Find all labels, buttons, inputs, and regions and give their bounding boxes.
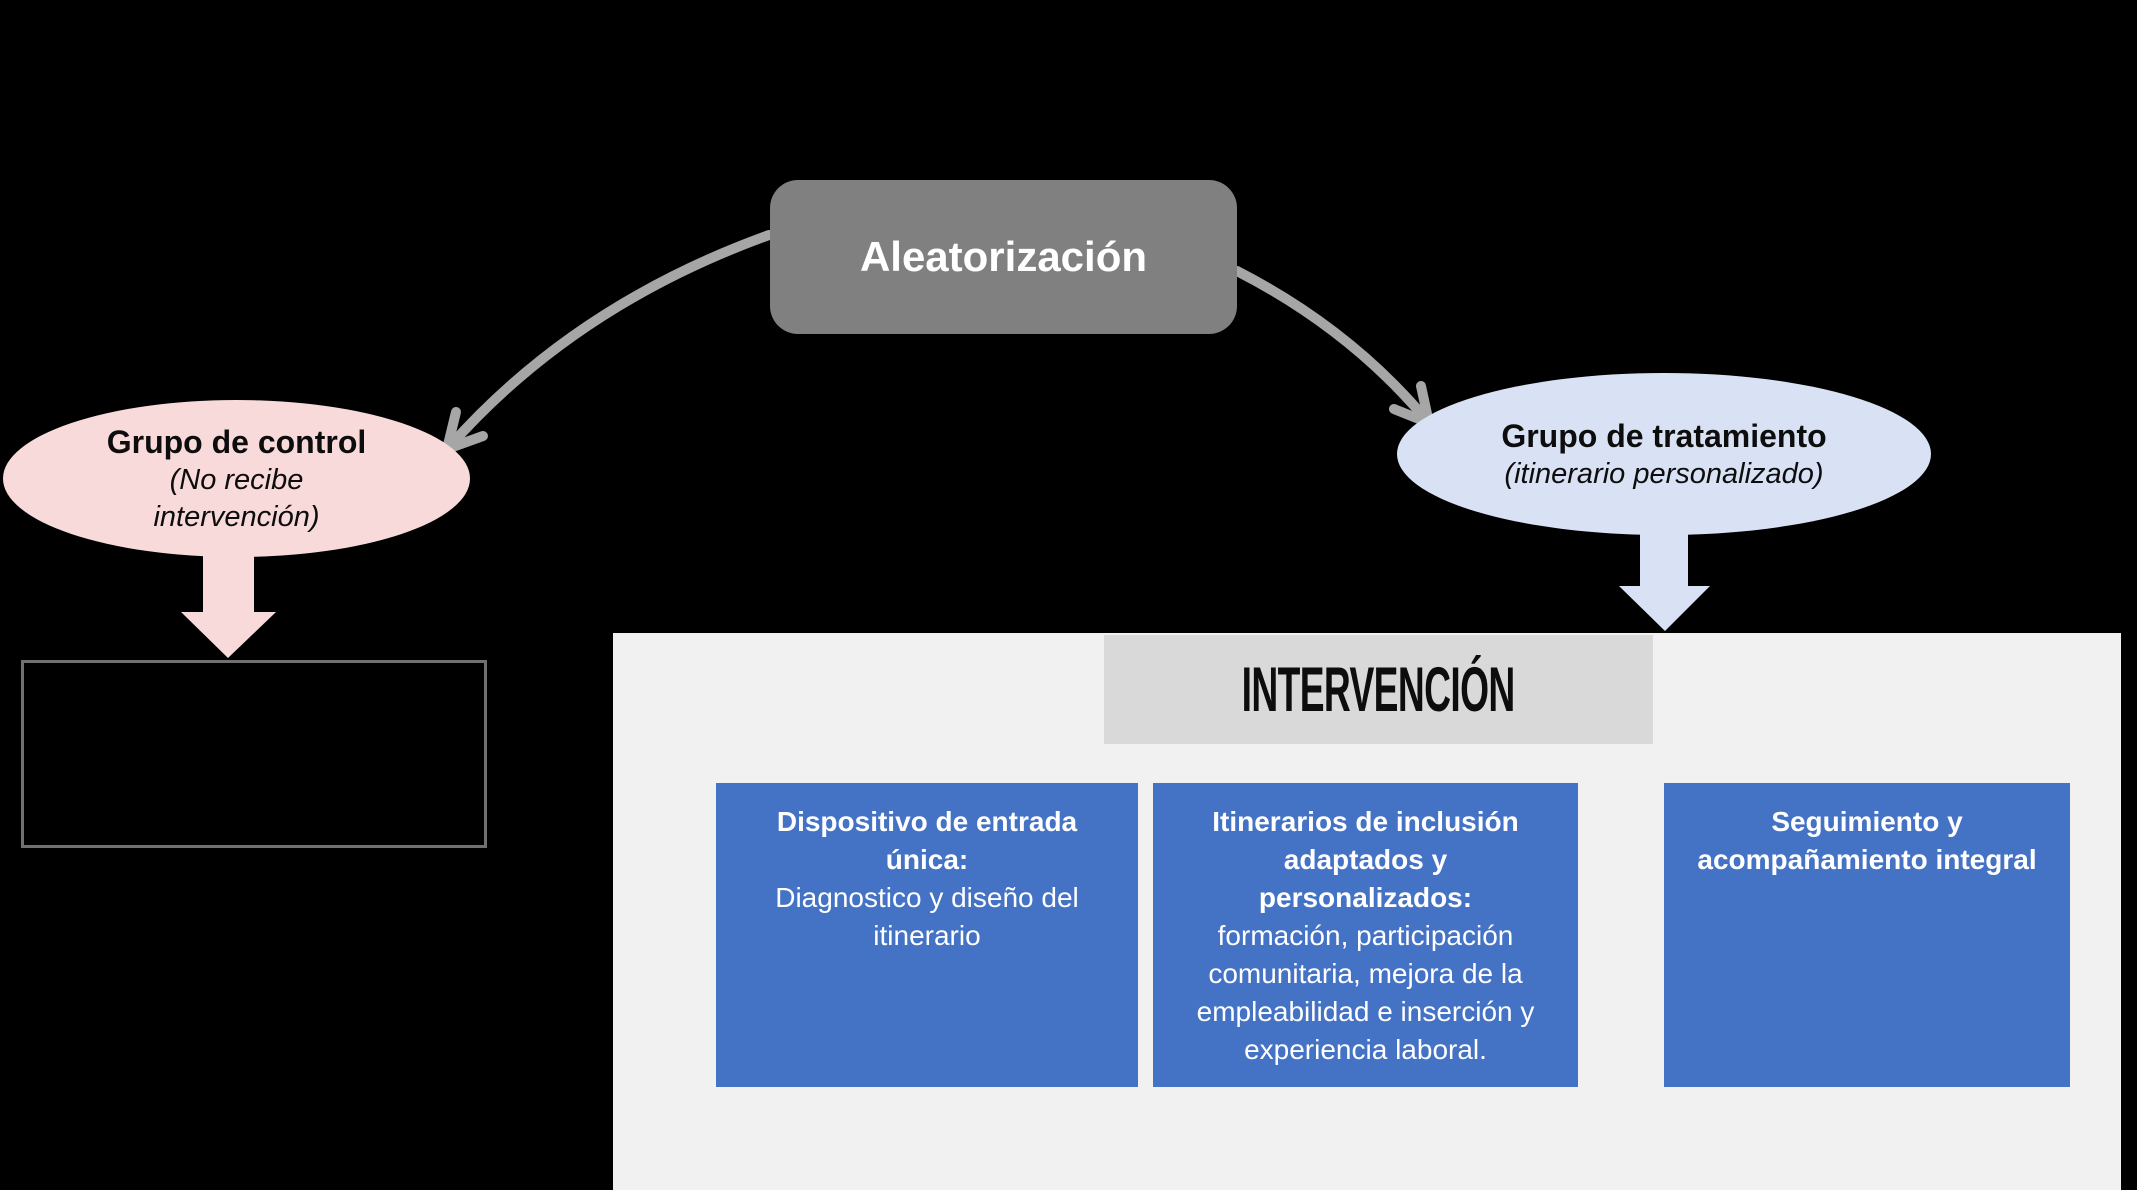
card-title: Dispositivo de entrada única: — [776, 806, 1078, 875]
intervention-card-itineraries: Itinerarios de inclusión adaptados y per… — [1153, 783, 1578, 1087]
intervention-header: INTERVENCIÓN — [1104, 635, 1653, 744]
arrow-to-treatment-group — [1232, 266, 1434, 428]
randomization-label: Aleatorización — [859, 233, 1148, 280]
treatment-group-title: Grupo de tratamiento — [1501, 417, 1827, 454]
control-outcome-box — [21, 660, 487, 848]
control-group-ellipse: Grupo de control (No recibe intervención… — [3, 400, 470, 557]
intervention-card-entry-device: Dispositivo de entrada única: Diagnostic… — [716, 783, 1138, 1087]
arrow-to-control-group — [445, 230, 774, 451]
card-body: formación, participación comunitaria, me… — [1196, 920, 1535, 1065]
control-group-title: Grupo de control — [106, 423, 367, 460]
intervention-header-label: INTERVENCIÓN — [1242, 654, 1516, 725]
treatment-group-subtitle: (itinerario personalizado) — [1504, 457, 1824, 490]
card-title: Seguimiento y acompañamiento integral — [1697, 806, 2037, 875]
control-group-subtitle: (No recibe intervención) — [153, 463, 320, 533]
card-body: Diagnostico y diseño del itinerario — [775, 882, 1079, 951]
intervention-panel: INTERVENCIÓN Dispositivo de entrada únic… — [613, 633, 2121, 1190]
arrow-to-control-group-head — [442, 407, 488, 454]
intervention-card-followup: Seguimiento y acompañamiento integral — [1664, 783, 2070, 1087]
card-title: Itinerarios de inclusión adaptados y per… — [1212, 806, 1519, 913]
randomization-box: Aleatorización — [770, 180, 1237, 334]
treatment-group-ellipse: Grupo de tratamiento (itinerario persona… — [1397, 373, 1931, 535]
